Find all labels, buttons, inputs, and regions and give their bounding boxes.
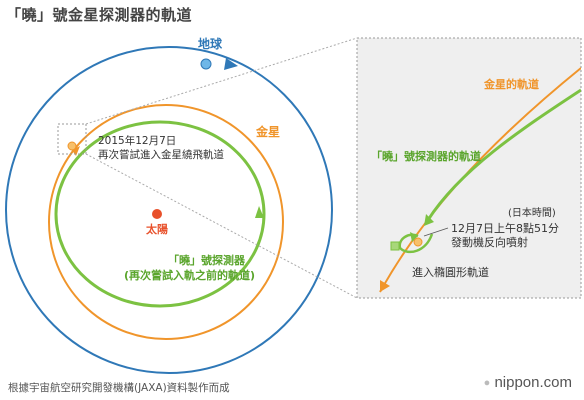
- zoom-timezone-label: (日本時間): [508, 206, 556, 219]
- probe-label: 「曉」號探測器: [168, 253, 246, 267]
- zoom-probe-orbit-label: 「曉」號探測器的軌道: [371, 149, 481, 163]
- zoom-ellipse-label: 進入橢圓形軌道: [412, 265, 489, 279]
- logo-dot-icon: ●: [483, 377, 491, 390]
- zoom-callout-line: [423, 227, 449, 237]
- zoom-start-marker: [390, 241, 400, 251]
- probe-orbit-arrow: [255, 206, 264, 218]
- earth-orbit-arrow: [224, 58, 238, 70]
- earth-orbit: [5, 46, 333, 374]
- probe-orbit-arrow-left: [72, 146, 80, 156]
- nippon-logo: ● nippon.com: [484, 374, 572, 391]
- zoom-venus-orbit-label: 金星的軌道: [483, 77, 539, 91]
- zoom-source-box: [57, 123, 87, 155]
- venus-label: 金星: [255, 124, 280, 139]
- zoom-panel: [356, 37, 582, 299]
- zoom-venus-orbit-arrow: [380, 280, 390, 292]
- date-desc-label: 再次嘗試進入金星繞飛軌道: [98, 148, 224, 161]
- zoom-line-top: [85, 37, 358, 125]
- probe-desc-label: (再次嘗試入軌之前的軌道): [124, 268, 255, 282]
- zoom-venus-marker: [413, 237, 423, 247]
- earth-planet: [200, 58, 212, 70]
- venus-planet: [67, 141, 77, 151]
- zoom-ellipse-orbit: [398, 233, 434, 254]
- page-title: 「曉」號金星探測器的軌道: [6, 6, 193, 24]
- zoom-line-bottom: [85, 153, 358, 299]
- zoom-probe-orbit-arrow: [424, 214, 434, 226]
- earth-label: 地球: [198, 36, 223, 51]
- zoom-probe-orbit: [426, 88, 581, 221]
- date-label: 2015年12月7日: [98, 134, 176, 147]
- probe-orbit: [54, 120, 266, 308]
- zoom-ellipse-arrow: [410, 232, 418, 242]
- source-credit: 根據宇宙航空研究開發機構(JAXA)資料製作而成: [8, 382, 230, 394]
- sun: [152, 209, 162, 219]
- logo-text: nippon.com: [494, 374, 572, 391]
- sun-label: 太陽: [145, 222, 168, 236]
- venus-orbit: [48, 104, 284, 340]
- zoom-action-label: 發動機反向噴射: [451, 235, 528, 249]
- zoom-time-label: 12月7日上午8點51分: [451, 222, 559, 235]
